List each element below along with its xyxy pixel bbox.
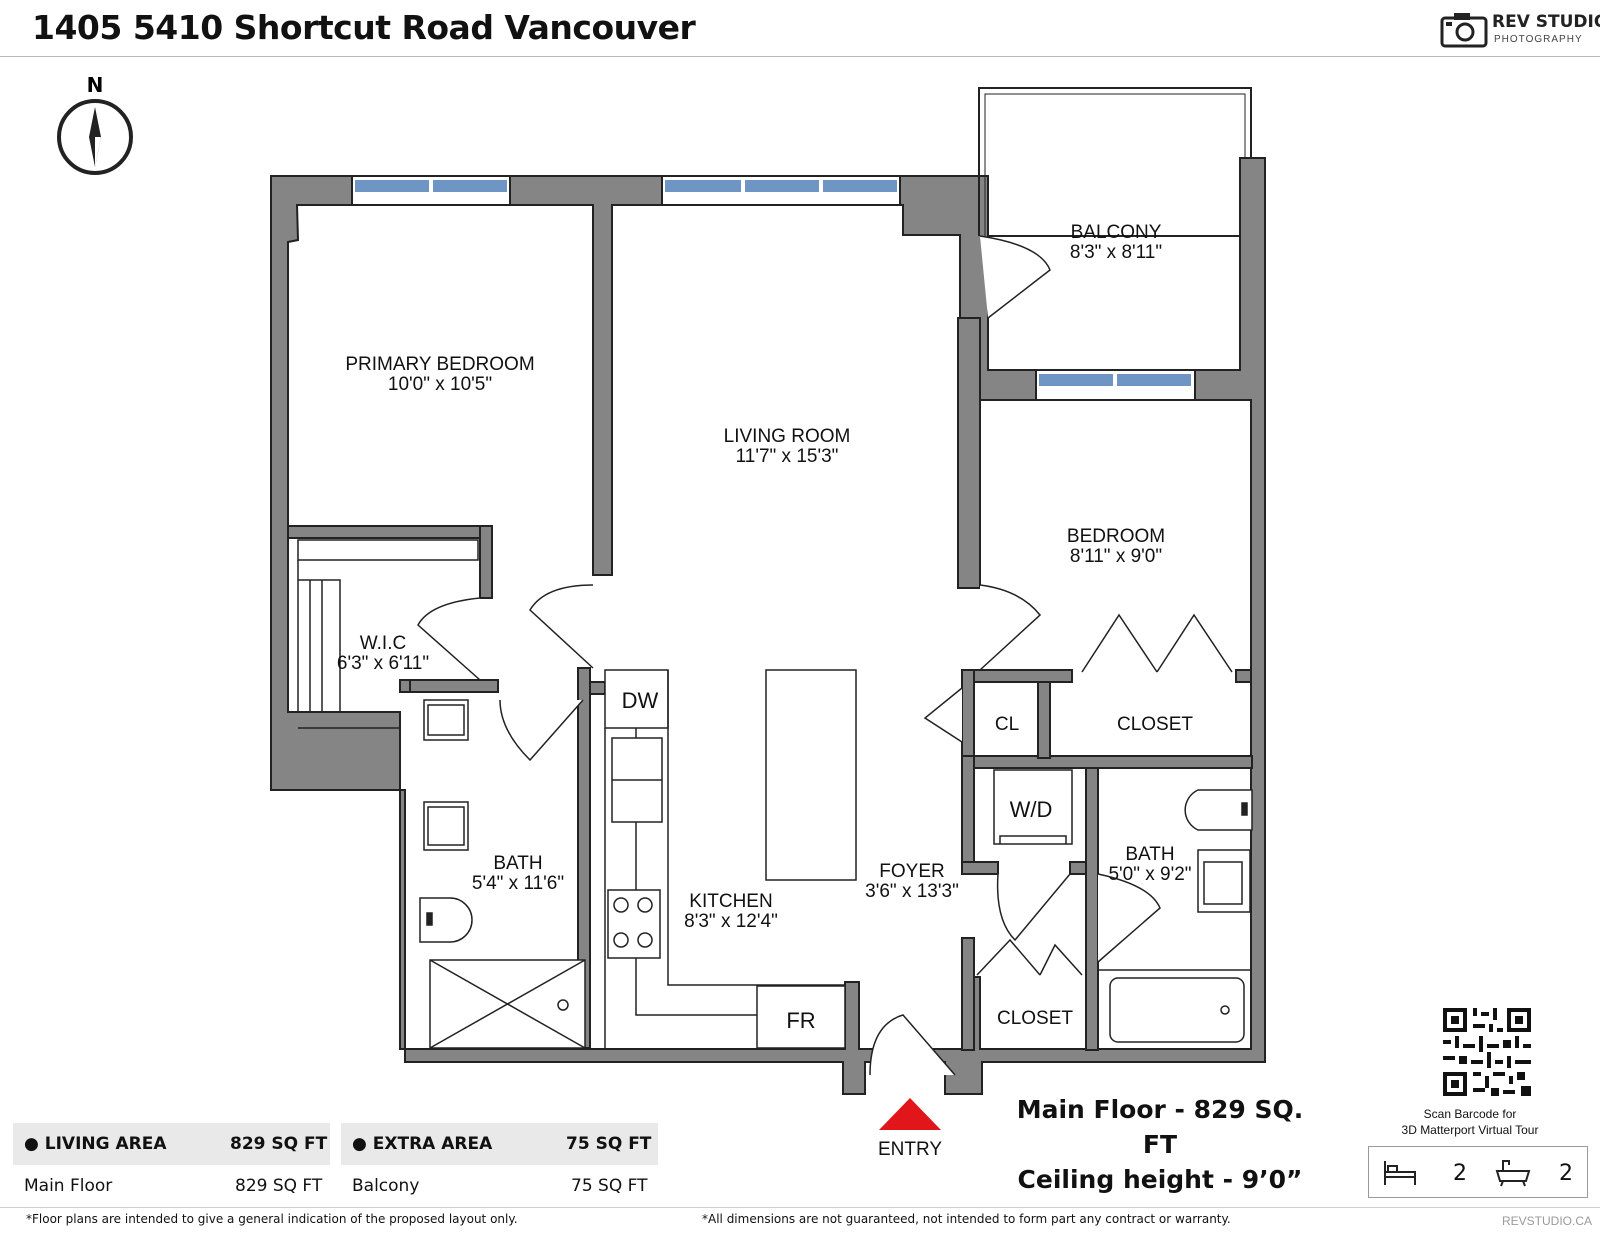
interior-walls	[287, 317, 1253, 1051]
compass-circle	[57, 99, 133, 175]
room-name: W.I.C	[360, 633, 406, 654]
living-area-row-name: Main Floor	[24, 1176, 113, 1196]
room-size: 3'6" x 13'3"	[865, 881, 959, 902]
toilet	[1184, 789, 1253, 831]
bathtub-icon	[1495, 1160, 1531, 1187]
room-size: 10'0" x 10'5"	[388, 374, 492, 395]
room-name: KITCHEN	[689, 891, 772, 912]
bathtub	[1109, 977, 1245, 1043]
ceiling-height: Ceiling height - 9’0”	[1017, 1165, 1303, 1194]
room-name: BALCONY	[1071, 222, 1162, 243]
room-counts: 2 2	[1368, 1146, 1588, 1198]
room-size: 8'3" x 12'4"	[684, 911, 778, 932]
footer-divider	[0, 1207, 1600, 1208]
extra-area-row-value: 75 SQ FT	[571, 1176, 648, 1196]
entry-door	[869, 1014, 956, 1076]
main-bath-fixtures	[419, 699, 586, 1049]
room-size: 6'3" x 6'11"	[337, 653, 429, 674]
room-labels: PRIMARY BEDROOM 10'0" x 10'5" LIVING ROO…	[337, 222, 1194, 1033]
bed-icon	[1384, 1161, 1416, 1185]
toilet	[419, 897, 473, 943]
compass: N	[57, 73, 133, 175]
kitchen-fixtures	[604, 669, 857, 1049]
sink	[423, 801, 469, 851]
room-name: BEDROOM	[1067, 526, 1165, 547]
closet-label: CLOSET	[997, 1008, 1073, 1029]
ensuite-fixtures	[993, 769, 1253, 1043]
entry-arrow-icon	[879, 1098, 941, 1130]
ensuite-door	[1097, 873, 1161, 963]
cl-label: CL	[995, 714, 1019, 735]
bedroom-count: 2	[1453, 1161, 1467, 1186]
extra-area-row-name: Balcony	[352, 1176, 420, 1196]
floor-summary: Main Floor - 829 SQ. FT Ceiling height -…	[1000, 1092, 1320, 1197]
compass-north-label: N	[87, 73, 104, 97]
bathroom-count: 2	[1559, 1161, 1573, 1186]
balcony-railing	[978, 87, 1252, 236]
room-size: 8'11" x 9'0"	[1070, 546, 1162, 567]
page-title: 1405 5410 Shortcut Road Vancouver	[32, 8, 696, 47]
website-link[interactable]: REVSTUDIO.CA	[1502, 1214, 1593, 1228]
closet-label: CLOSET	[1117, 714, 1193, 735]
closet-bifold-door	[1081, 613, 1233, 673]
primary-bedroom-door	[529, 584, 594, 669]
camera-icon	[1440, 13, 1488, 48]
dw-label: DW	[622, 688, 659, 713]
disclaimer-left: *Floor plans are intended to give a gene…	[26, 1212, 518, 1226]
room-size: 5'4" x 11'6"	[472, 873, 564, 894]
room-size: 11'7" x 15'3"	[736, 446, 839, 467]
bath-door	[499, 699, 584, 762]
brand-tagline: PHOTOGRAPHY	[1494, 34, 1583, 45]
laundry-door	[996, 873, 1071, 942]
doors	[417, 235, 1233, 1076]
fridge	[756, 985, 846, 1049]
extra-area-label: ● EXTRA AREA	[352, 1134, 493, 1154]
cl-door	[923, 687, 963, 743]
room-name: BATH	[493, 853, 542, 874]
disclaimer-right: *All dimensions are not guaranteed, not …	[702, 1212, 1231, 1226]
room-name: LIVING ROOM	[724, 426, 851, 447]
kitchen-island	[765, 669, 857, 881]
living-area-header	[13, 1123, 330, 1165]
closet-bifold-door	[976, 938, 1083, 976]
sink	[423, 699, 469, 741]
washer-dryer	[993, 769, 1073, 845]
qr-code	[1441, 1006, 1533, 1098]
living-area-label: ● LIVING AREA	[24, 1134, 167, 1154]
wic-door	[417, 597, 481, 681]
floor-area: Main Floor - 829 SQ. FT	[1016, 1095, 1304, 1159]
room-name: FOYER	[879, 861, 944, 882]
balcony-door	[979, 235, 1051, 319]
entry-label: ENTRY	[878, 1139, 942, 1160]
header-divider	[0, 56, 1600, 57]
wd-label: W/D	[1010, 797, 1053, 822]
living-area-row-value: 829 SQ FT	[235, 1176, 323, 1196]
bedroom-door	[979, 584, 1042, 671]
brand-name: REV STUDIO	[1492, 12, 1600, 32]
windows	[351, 175, 1196, 401]
brand-logo: REV STUDIO PHOTOGRAPHY	[1440, 10, 1600, 50]
extra-area-header	[341, 1123, 658, 1165]
qr-caption: Scan Barcode for 3D Matterport Virtual T…	[1401, 1107, 1539, 1137]
living-area-total: 829 SQ FT	[230, 1134, 328, 1154]
room-size: 8'3" x 8'11"	[1070, 242, 1162, 263]
wic-shelving	[297, 539, 479, 729]
room-name: PRIMARY BEDROOM	[345, 354, 534, 375]
room-name: BATH	[1125, 844, 1174, 865]
extra-area-total: 75 SQ FT	[566, 1134, 652, 1154]
room-size: 5'0" x 9'2"	[1108, 864, 1191, 885]
fr-label: FR	[786, 1008, 815, 1033]
